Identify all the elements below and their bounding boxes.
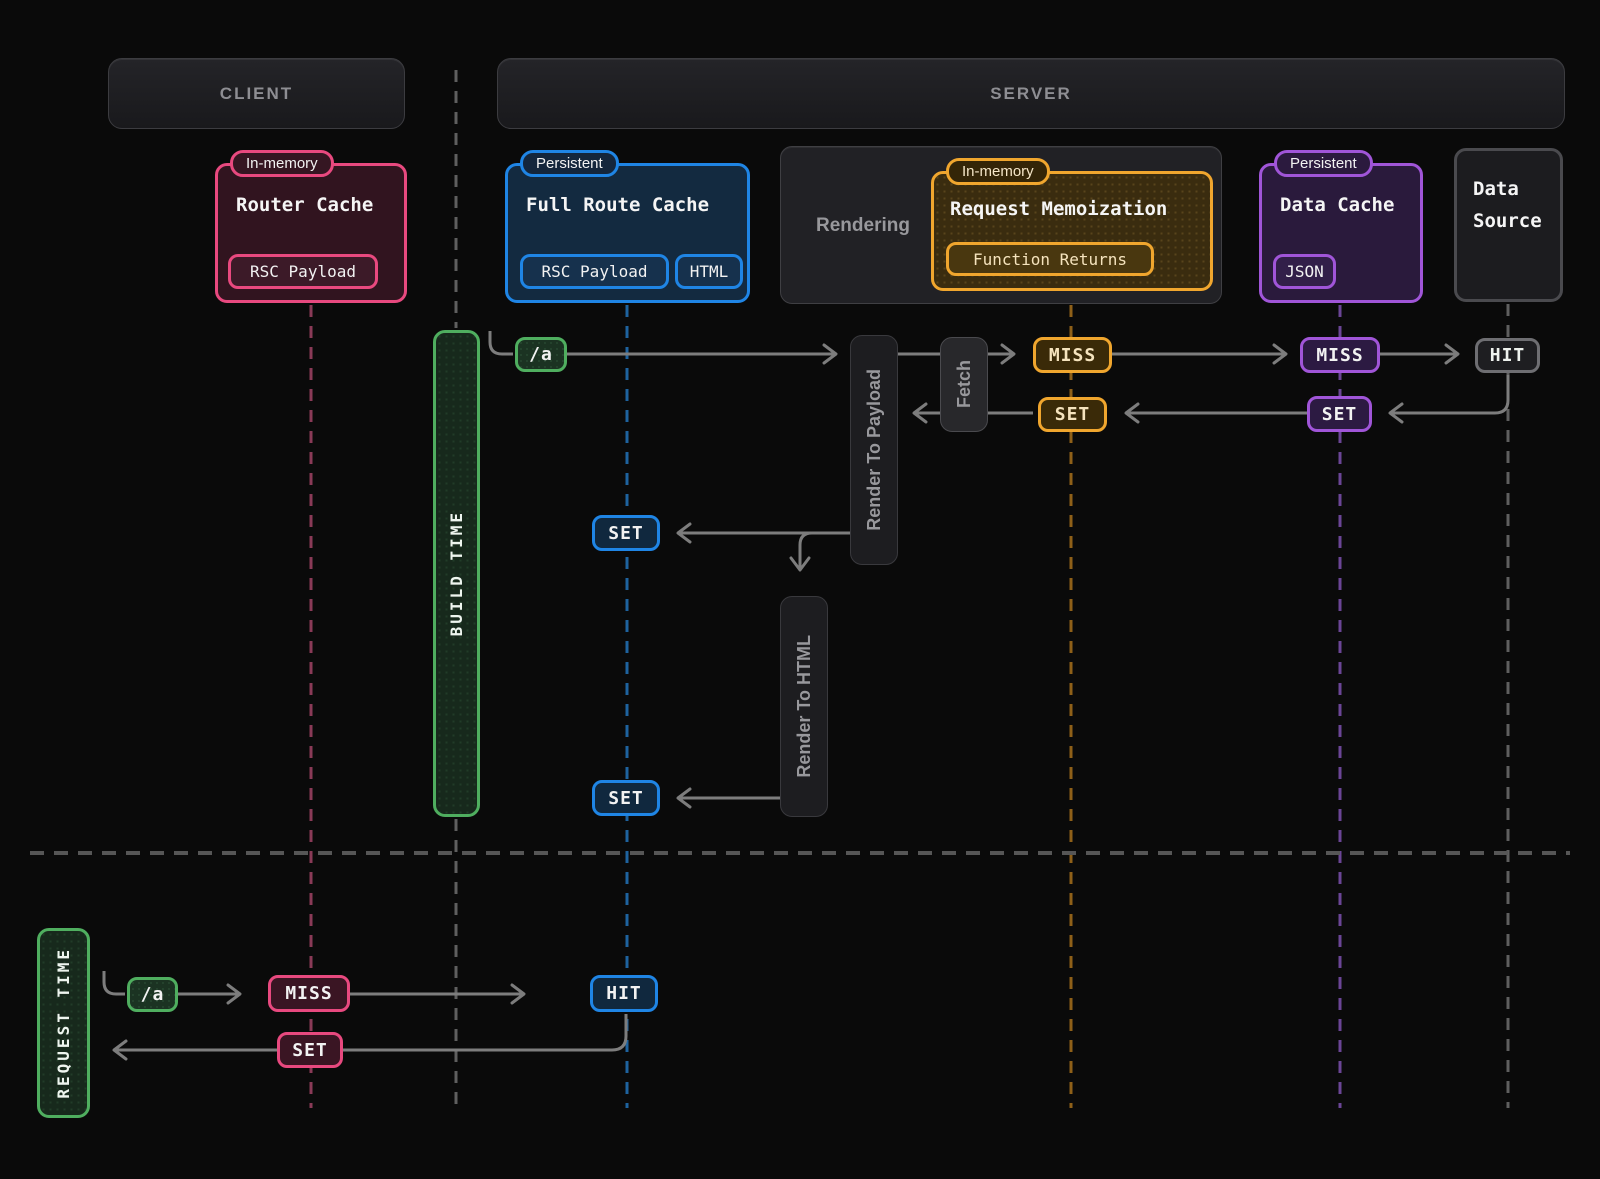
- data-cache-miss-chip: MISS: [1300, 337, 1380, 373]
- html-chip: HTML: [675, 254, 743, 289]
- request-memoization-box: In-memory Request Memoization Function R…: [931, 158, 1213, 291]
- data-cache-box: Persistent Data Cache JSON: [1259, 150, 1423, 303]
- request-memoization-badge: In-memory: [946, 158, 1050, 185]
- full-route-hit-chip: HIT: [590, 975, 658, 1012]
- rendering-panel: Rendering In-memory Request Memoization …: [780, 146, 1222, 304]
- server-header-label: SERVER: [990, 83, 1072, 103]
- request-memoization-title: Request Memoization: [950, 198, 1168, 220]
- request-route-hook: [102, 971, 125, 996]
- arrow-source-to-datacache-set: [1388, 375, 1510, 424]
- router-cache-badge: In-memory: [230, 150, 334, 177]
- build-time-label: BUILD TIME: [447, 510, 466, 637]
- memo-miss-chip: MISS: [1033, 337, 1112, 373]
- router-cache-box: In-memory Router Cache RSC Payload: [215, 150, 407, 303]
- full-route-set-payload-chip: SET: [592, 515, 660, 551]
- fetch-box: Fetch: [940, 337, 988, 432]
- full-route-cache-title: Full Route Cache: [526, 194, 710, 216]
- request-time-lane: REQUEST TIME: [37, 928, 90, 1118]
- build-time-lane: BUILD TIME: [433, 330, 480, 817]
- server-header: SERVER: [497, 58, 1565, 129]
- router-miss-chip: MISS: [268, 975, 350, 1012]
- render-to-payload-box: Render To Payload: [850, 335, 898, 565]
- memo-set-chip: SET: [1038, 397, 1107, 432]
- function-returns-chip: Function Returns: [946, 242, 1154, 276]
- request-time-label: REQUEST TIME: [54, 947, 73, 1099]
- build-route-hook: [488, 331, 513, 356]
- client-header: CLIENT: [108, 58, 405, 129]
- rsc-payload-chip: RSC Payload: [228, 254, 378, 289]
- data-cache-title: Data Cache: [1280, 194, 1395, 216]
- client-header-label: CLIENT: [219, 83, 294, 103]
- router-set-chip: SET: [277, 1032, 343, 1068]
- full-route-set-html-chip: SET: [592, 780, 660, 816]
- rsc-payload-chip: RSC Payload: [520, 254, 669, 289]
- request-route-chip: /a: [127, 977, 178, 1012]
- data-source-hit-chip: HIT: [1475, 338, 1540, 373]
- full-route-cache-badge: Persistent: [520, 150, 619, 177]
- rendering-label: Rendering: [816, 215, 910, 236]
- arrow-payload-to-render-html: [789, 531, 850, 572]
- render-to-html-box: Render To HTML: [780, 596, 828, 817]
- router-cache-title: Router Cache: [236, 194, 374, 216]
- render-to-html-label: Render To HTML: [793, 635, 814, 778]
- build-route-chip: /a: [515, 337, 567, 372]
- fetch-label: Fetch: [953, 360, 974, 409]
- data-cache-set-chip: SET: [1307, 396, 1372, 432]
- render-to-payload-label: Render To Payload: [863, 369, 884, 531]
- full-route-cache-box: Persistent Full Route Cache RSC Payload …: [505, 150, 750, 303]
- json-chip: JSON: [1273, 254, 1336, 289]
- data-source-box: Data Source: [1454, 148, 1563, 302]
- arrow-fullroute-to-router-set: [112, 1014, 628, 1061]
- data-cache-badge: Persistent: [1274, 150, 1373, 177]
- data-source-title: Data Source: [1473, 178, 1542, 233]
